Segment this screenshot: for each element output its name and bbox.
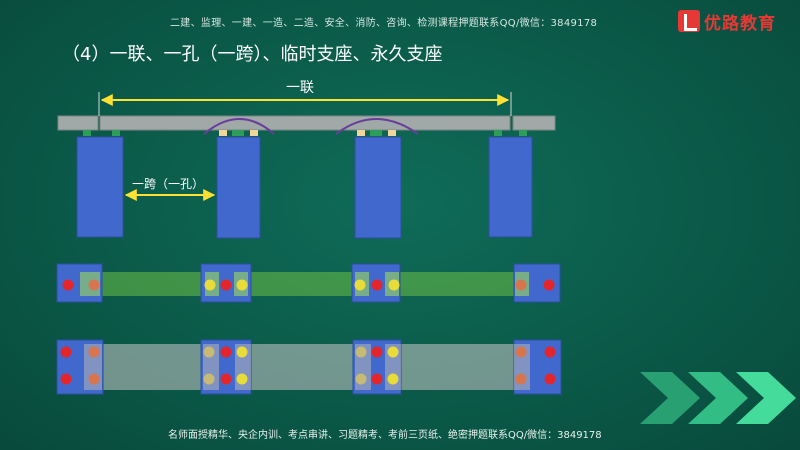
- bearing-dot-red: [62, 279, 74, 291]
- bearing-dot-red: [60, 373, 72, 385]
- bearing-permanent: [112, 130, 120, 136]
- bearing-dot-yellow: [387, 373, 399, 385]
- bearing-dot-faded: [515, 346, 527, 358]
- bearing-temporary: [357, 130, 365, 136]
- girder-plan-strip: [82, 344, 532, 390]
- bearing-temporary: [250, 130, 258, 136]
- bearing-dot-yellow: [388, 279, 400, 291]
- bearing-permanent: [83, 130, 91, 136]
- bearing-temporary: [388, 130, 396, 136]
- bearing-dot-faded: [88, 346, 100, 358]
- label-lian: 一联: [286, 80, 314, 96]
- bearing-dot-yellow: [354, 279, 366, 291]
- bearing-dot-red: [371, 346, 383, 358]
- bearing-dot-red: [543, 279, 555, 291]
- bearing-dot-yellow: [236, 373, 248, 385]
- bearing-permanent: [494, 130, 502, 136]
- bearing-dot-yellow: [236, 279, 248, 291]
- pier-2: [216, 136, 261, 239]
- girder-right-stub: [512, 115, 556, 131]
- girder-continuous: [99, 115, 511, 131]
- bearing-dot-red: [60, 346, 72, 358]
- logo-icon: [678, 10, 700, 32]
- slide-title: （4）一联、一孔（一跨）、临时支座、永久支座: [62, 44, 443, 65]
- bearing-temporary: [219, 130, 227, 136]
- bearing-dot-yellow: [387, 346, 399, 358]
- bearing-dot-faded-yellow: [355, 373, 367, 385]
- bearing-dot-yellow: [204, 279, 216, 291]
- footer-contact-line: 名师面授精华、央企内训、考点串讲、习题精考、考前三页纸、绝密押题联系QQ/微信：…: [168, 430, 602, 441]
- bearing-dot-red: [220, 279, 232, 291]
- girder-left-stub: [57, 115, 99, 131]
- chevron-icon: [640, 372, 700, 424]
- bearing-dot-yellow: [236, 346, 248, 358]
- header-contact-line: 二建、监理、一建、一造、二造、安全、消防、咨询、检测课程押题联系QQ/微信：38…: [170, 18, 598, 29]
- continuity-arc: [203, 118, 275, 135]
- continuity-arc: [335, 118, 419, 135]
- bearing-dot-red: [544, 346, 556, 358]
- label-kua: 一跨（一孔）: [132, 177, 204, 191]
- bearing-dot-faded: [88, 279, 100, 291]
- bearing-dot-red: [220, 346, 232, 358]
- pier-1: [76, 136, 124, 238]
- chevron-icon: [688, 372, 748, 424]
- bearing-dot-red: [220, 373, 232, 385]
- pier-3: [354, 136, 402, 239]
- bearing-dot-faded: [515, 373, 527, 385]
- bearing-dot-faded: [515, 279, 527, 291]
- bearing-dot-faded-yellow: [355, 346, 367, 358]
- brand-logo: 优路教育: [678, 8, 776, 34]
- bearing-dot-faded: [88, 373, 100, 385]
- bearing-dot-red: [371, 373, 383, 385]
- chevron-icon: [736, 372, 796, 424]
- bearing-dot-faded-yellow: [203, 346, 215, 358]
- bearing-dot-red: [544, 373, 556, 385]
- bearing-dot-red: [371, 279, 383, 291]
- bearing-dot-faded-yellow: [203, 373, 215, 385]
- bearing-permanent: [232, 130, 244, 136]
- bearing-permanent: [370, 130, 382, 136]
- logo-text: 优路教育: [704, 13, 776, 34]
- girder-plan-strip: [80, 272, 530, 296]
- bearing-permanent: [519, 130, 527, 136]
- pier-4: [488, 136, 533, 238]
